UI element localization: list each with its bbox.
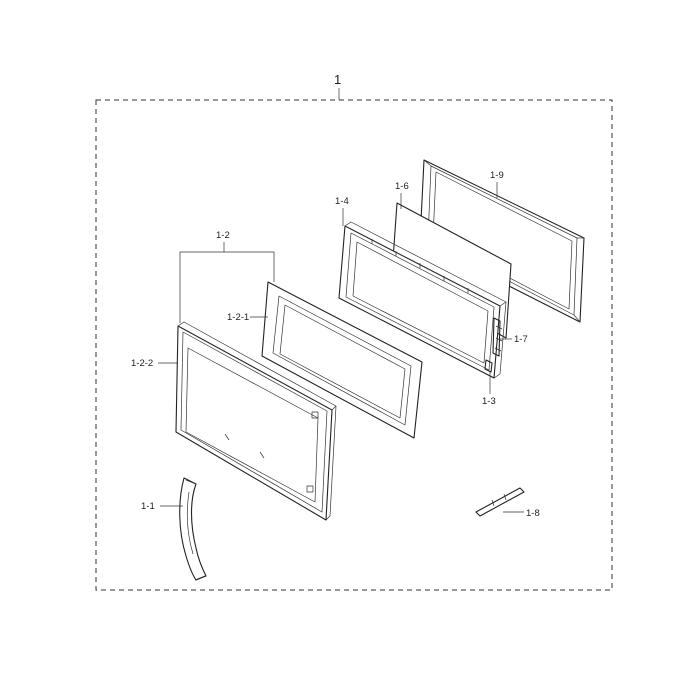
assembly-label: 1 bbox=[334, 72, 341, 87]
assembly-boundary bbox=[95, 99, 613, 591]
part-door-frame bbox=[175, 321, 337, 521]
label-door-glass: 1-2-1 bbox=[227, 312, 249, 323]
part-choke-cover bbox=[419, 159, 585, 323]
leader-door-assembly-left bbox=[179, 242, 225, 323]
part-door-glass bbox=[261, 281, 423, 439]
label-door-assembly: 1-2 bbox=[216, 230, 230, 241]
label-choke-cover: 1-9 bbox=[490, 170, 504, 181]
label-latch-hook: 1-7 bbox=[514, 334, 528, 345]
label-door-inner-frame: 1-3 bbox=[482, 396, 496, 407]
part-latch-hook bbox=[484, 317, 503, 373]
label-hinge-spring: 1-8 bbox=[526, 508, 540, 519]
label-handle: 1-1 bbox=[141, 501, 155, 512]
part-handle bbox=[179, 477, 207, 581]
part-hinge-spring bbox=[475, 487, 525, 517]
leader-door-assembly-right bbox=[224, 251, 275, 282]
part-door-screen-frame bbox=[338, 221, 507, 379]
label-screen-film: 1-6 bbox=[395, 181, 409, 192]
label-door-screen-frame: 1-4 bbox=[335, 196, 349, 207]
label-door-frame: 1-2-2 bbox=[131, 358, 153, 369]
